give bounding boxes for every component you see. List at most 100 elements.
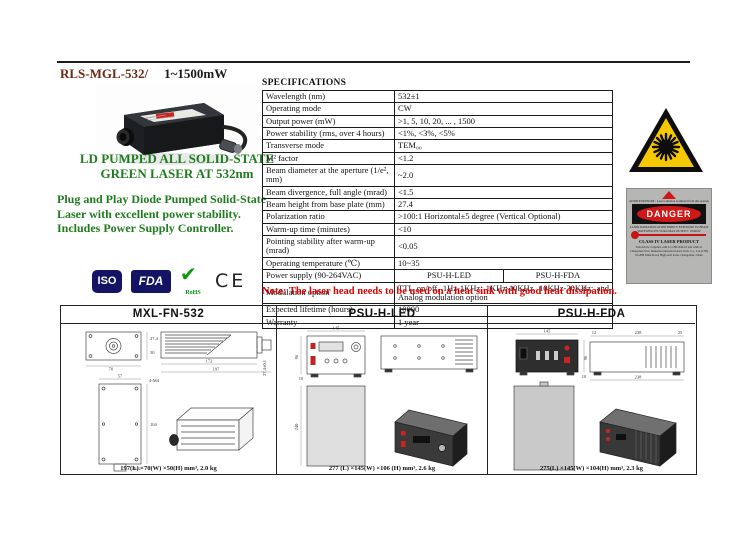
spec-row: Pointing stability after warm-up (mrad)<… bbox=[262, 235, 614, 258]
panel-psu-h-led: PSU-H-LED bbox=[277, 306, 488, 474]
danger-label-triangle-icon bbox=[662, 191, 676, 199]
laser-head-photo bbox=[96, 85, 258, 169]
dim-text: 172 bbox=[206, 359, 213, 364]
spec-label: Power stability (rms, over 4 hours) bbox=[262, 127, 395, 141]
dim-text: 238 bbox=[635, 330, 643, 335]
spec-value: 1 year bbox=[393, 315, 614, 329]
spec-value: CW bbox=[393, 102, 614, 116]
dim-text: 10 bbox=[299, 376, 304, 381]
spec-value: ~2.0 bbox=[393, 164, 614, 187]
spec-label: Warm-up time (minutes) bbox=[262, 222, 395, 237]
spec-label: Beam divergence, full angle (mrad) bbox=[262, 185, 395, 200]
danger-compliance-line1: This device complies with 21 CFR1040.10 … bbox=[635, 245, 703, 249]
spec-value: <1%, <3%, <5% bbox=[393, 127, 614, 141]
spec-value: <0.05 bbox=[393, 235, 614, 258]
spec-row: Output power (mW)>1, 5, 10, 20, ... , 15… bbox=[262, 114, 614, 129]
product-heading-line2: GREEN LASER AT 532nm bbox=[100, 165, 254, 181]
spec-label: Beam diameter at the aperture (1/e², mm) bbox=[262, 164, 395, 187]
ce-mark: CE bbox=[215, 270, 247, 292]
heat-sink-note: Note: The laser head needs to be used on… bbox=[262, 286, 617, 297]
spec-label: Polarization ratio bbox=[262, 210, 395, 224]
spec-value: 532±1 bbox=[393, 89, 614, 104]
panel-title: MXL-FN-532 bbox=[61, 306, 276, 324]
panel-caption: 275(L) ×145(W) ×104(H) mm³, 2.3 kg bbox=[539, 465, 644, 472]
panel-caption: 197(L) ×70(W) ×50(H) mm³, 2.0 kg bbox=[120, 465, 217, 472]
dim-text: 12 bbox=[592, 330, 597, 335]
danger-spec-text: WAVELENGTH: 532nm MAX OUTPUT: 1500mW bbox=[637, 229, 701, 233]
spec-row: Wavelength (nm)532±1 bbox=[262, 89, 614, 104]
spec-label: Transverse mode bbox=[262, 139, 395, 153]
spec-label: Warranty bbox=[262, 315, 395, 329]
rohs-badge: ✔ RoHS bbox=[180, 264, 206, 296]
spec-value: >1, 5, 10, 20, ... , 1500 bbox=[393, 114, 614, 129]
danger-banner: DANGER bbox=[632, 204, 706, 224]
rohs-check-icon: ✔ bbox=[180, 264, 197, 286]
product-heading-line1: LD PUMPED ALL SOLID-STATE bbox=[79, 151, 275, 166]
psu-fda-drawing: 145 96 10 12 238 25 238 bbox=[488, 324, 695, 474]
danger-word: DANGER bbox=[636, 206, 702, 222]
dim-text: 238 bbox=[635, 375, 643, 380]
product-heading: LD PUMPED ALL SOLID-STATE GREEN LASER AT… bbox=[57, 151, 297, 181]
dim-text: 27.4 bbox=[150, 336, 159, 341]
spec-value: <1.2 bbox=[393, 151, 614, 166]
dim-text: 57 bbox=[118, 374, 123, 379]
spec-value: >100:1 Horizontal±5 degree (Vertical Opt… bbox=[393, 210, 614, 224]
danger-compliance-line3: No.888 Jinhu Road, High-tech Zone, Chang… bbox=[635, 253, 703, 257]
spec-row: M² factor<1.2 bbox=[262, 151, 614, 166]
dim-text: 145 bbox=[333, 326, 341, 331]
laser-head-drawing: 70 27.4 50 172 197 27.4±0.1 57 4-M4 104 … bbox=[61, 324, 276, 474]
panel-title: PSU-H-FDA bbox=[488, 306, 695, 324]
panel-mxl-fn-532: MXL-FN-532 bbox=[61, 306, 277, 474]
dim-text: 96 bbox=[583, 355, 588, 360]
dim-text: 70 bbox=[109, 367, 114, 372]
top-divider-rule bbox=[57, 61, 690, 63]
dim-text: 50 bbox=[150, 350, 155, 355]
spec-label: M² factor bbox=[262, 151, 395, 166]
spec-label: Pointing stability after warm-up (mrad) bbox=[262, 235, 395, 258]
spec-value: 27.4 bbox=[393, 198, 614, 212]
dim-text: 96 bbox=[294, 354, 299, 359]
dim-text: 240 bbox=[294, 423, 299, 431]
dim-text: 145 bbox=[544, 329, 552, 334]
psu-led-drawing: 145 96 10 240 bbox=[277, 324, 487, 474]
dim-text: 27.4±0.1 bbox=[262, 360, 267, 376]
iso-badge: ISO bbox=[92, 269, 122, 293]
dim-text: 25 bbox=[678, 330, 683, 335]
laser-head-illustration bbox=[96, 85, 258, 169]
dim-text: 10 bbox=[582, 374, 587, 379]
dim-text: 197 bbox=[213, 367, 221, 372]
spec-label: Wavelength (nm) bbox=[262, 89, 395, 104]
model-title: RLS-MGL-532/ bbox=[60, 66, 149, 81]
laser-class-text: CLASS IV LASER PRODUCT bbox=[638, 239, 700, 244]
panel-title: PSU-H-LED bbox=[277, 306, 487, 324]
danger-radiation-text: LASER RADIATION AVOID DIRECT EXPOSURE TO… bbox=[629, 225, 709, 229]
spec-value-psu-led: PSU-H-LED bbox=[394, 269, 504, 283]
specifications-title: SPECIFICATIONS bbox=[262, 78, 347, 88]
dim-text: Φ22 bbox=[133, 466, 141, 471]
spec-row: Polarization ratio>100:1 Horizontal±5 de… bbox=[262, 210, 614, 224]
laser-warning-triangle-icon bbox=[627, 106, 705, 176]
spec-row: Warm-up time (minutes)<10 bbox=[262, 222, 614, 237]
danger-aperture-text: AVOID EXPOSURE - Laser radiation is emit… bbox=[629, 199, 709, 203]
spec-value: <10 bbox=[393, 222, 614, 237]
danger-red-rule bbox=[631, 231, 706, 239]
spec-label: Output power (mW) bbox=[262, 114, 395, 129]
danger-label: AVOID EXPOSURE - Laser radiation is emit… bbox=[626, 188, 712, 284]
panel-psu-h-fda: PSU-H-FDA bbox=[488, 306, 695, 474]
danger-red-dot bbox=[631, 231, 640, 239]
spec-value: TEM₀₀ bbox=[393, 139, 614, 153]
spec-row: Beam height from base plate (mm)27.4 bbox=[262, 198, 614, 212]
spec-row: Beam divergence, full angle (mrad)<1.5 bbox=[262, 185, 614, 200]
spec-label: Operating mode bbox=[262, 102, 395, 116]
certification-logos: ISO FDA ✔ RoHS CE bbox=[92, 264, 247, 296]
spec-label: Operating temperature (℃) bbox=[262, 256, 395, 271]
spec-value: <1.5 bbox=[393, 185, 614, 200]
product-description: Plug and Play Diode Pumped Solid-State L… bbox=[57, 192, 267, 236]
spec-value-psu-fda: PSU-H-FDA bbox=[502, 269, 614, 283]
danger-compliance-line2: Changchun New Industries Optoelectronics… bbox=[629, 249, 709, 253]
spec-row: Operating temperature (℃)10~35 bbox=[262, 256, 614, 271]
